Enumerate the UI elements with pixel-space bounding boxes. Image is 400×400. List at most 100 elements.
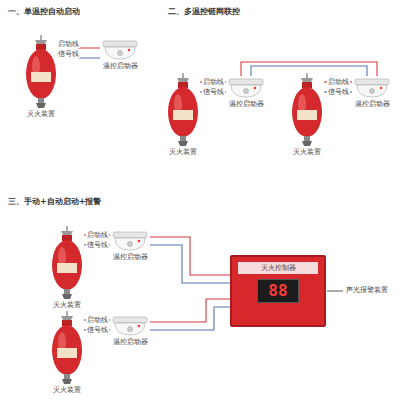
sensor-led xyxy=(138,240,140,242)
hanger xyxy=(306,73,307,78)
extinguisher-drawing xyxy=(50,310,84,386)
tank-label xyxy=(31,72,51,82)
nozzle xyxy=(64,289,70,294)
mount xyxy=(35,40,47,44)
wire-connector xyxy=(241,62,377,76)
extinguisher-drawing xyxy=(290,72,324,148)
nozzle xyxy=(304,136,310,141)
hanger xyxy=(66,226,67,231)
tank-label xyxy=(297,110,317,120)
sensor-node: 温控启动器 xyxy=(100,38,140,70)
extinguisher-drawing xyxy=(24,34,58,110)
section-heading: 三、手动+自动启动+报警 xyxy=(8,196,101,207)
extinguisher-node: 灭火装置 xyxy=(50,225,84,309)
sensor-led xyxy=(380,87,382,89)
extinguisher-drawing xyxy=(50,225,84,301)
sensor-base xyxy=(229,79,263,85)
sensor-bulb xyxy=(244,89,249,94)
wire-label: 启动线 xyxy=(86,231,109,239)
sensor-dome xyxy=(105,47,135,59)
section-heading: 二、多温控链网联控 xyxy=(168,6,240,17)
sensor-node: 温控启动器 xyxy=(352,76,392,108)
sensor-drawing xyxy=(110,314,150,338)
node-label: 温控启动器 xyxy=(110,338,150,346)
controller-display: 88 xyxy=(257,279,299,303)
nozzle-tip xyxy=(302,141,312,146)
sensor-base xyxy=(113,317,147,323)
sensor-node: 温控启动器 xyxy=(110,314,150,346)
node-label: 温控启动器 xyxy=(352,100,392,108)
extinguisher-node: 灭火装置 xyxy=(166,72,200,156)
wire-connector xyxy=(150,299,230,322)
controller-title: 灭火控制器 xyxy=(238,262,318,274)
alarm-label: 声光报警装置 xyxy=(346,286,388,294)
nozzle-tip xyxy=(36,103,46,108)
sensor-led xyxy=(138,325,140,327)
tank xyxy=(52,325,82,375)
nozzle-tip xyxy=(62,294,72,299)
nozzle-tip xyxy=(62,379,72,384)
node-label: 灭火装置 xyxy=(50,386,84,394)
wire-label: 信号线 xyxy=(57,50,80,58)
mount xyxy=(61,231,73,235)
sensor-drawing xyxy=(110,229,150,253)
sensor-drawing xyxy=(100,38,140,62)
tank xyxy=(52,240,82,290)
section-heading: 一、单温控自动启动 xyxy=(8,6,80,17)
wire-label: 启动线 xyxy=(202,78,225,86)
wire-connector xyxy=(150,237,230,275)
hanger xyxy=(66,311,67,316)
mount xyxy=(61,316,73,320)
extinguisher-node: 灭火装置 xyxy=(50,310,84,394)
wire-label: 启动线 xyxy=(86,316,109,324)
node-label: 温控启动器 xyxy=(226,100,266,108)
hanger xyxy=(40,35,41,40)
sensor-led xyxy=(254,87,256,89)
node-label: 灭火装置 xyxy=(290,148,324,156)
sensor-led xyxy=(128,49,130,51)
tank-label xyxy=(57,348,77,358)
sensor-base xyxy=(103,41,137,47)
nozzle-tip xyxy=(178,141,188,146)
sensor-node: 温控启动器 xyxy=(110,229,150,261)
sensor-drawing xyxy=(352,76,392,100)
nozzle xyxy=(180,136,186,141)
wire-label: 信号线 xyxy=(86,326,109,334)
mount xyxy=(177,78,189,82)
tank xyxy=(26,49,56,99)
extinguisher-node: 灭火装置 xyxy=(24,34,58,118)
node-label: 温控启动器 xyxy=(100,62,140,70)
tank xyxy=(168,87,198,137)
controller-box: 灭火控制器 88 xyxy=(230,255,326,327)
node-label: 灭火装置 xyxy=(166,148,200,156)
sensor-base xyxy=(355,79,389,85)
wire-label: 信号线 xyxy=(327,88,350,96)
extinguisher-node: 灭火装置 xyxy=(290,72,324,156)
tank-label xyxy=(173,110,193,120)
sensor-bulb xyxy=(128,242,133,247)
node-label: 灭火装置 xyxy=(50,301,84,309)
nozzle xyxy=(64,374,70,379)
wire-connector xyxy=(150,307,230,330)
wire-label: 信号线 xyxy=(202,88,225,96)
sensor-bulb xyxy=(118,51,123,56)
nozzle xyxy=(38,98,44,103)
wire-connector xyxy=(150,245,230,283)
sensor-dome xyxy=(231,85,261,97)
sensor-bulb xyxy=(128,327,133,332)
node-label: 灭火装置 xyxy=(24,110,58,118)
sensor-dome xyxy=(115,238,145,250)
alarm-wire xyxy=(327,291,343,292)
hanger xyxy=(182,73,183,78)
tank xyxy=(292,87,322,137)
wire-connector xyxy=(251,66,367,76)
sensor-dome xyxy=(115,323,145,335)
node-label: 温控启动器 xyxy=(110,253,150,261)
sensor-node: 温控启动器 xyxy=(226,76,266,108)
sensor-base xyxy=(113,232,147,238)
tank-label xyxy=(57,263,77,273)
mount xyxy=(301,78,313,82)
wire-label: 启动线 xyxy=(57,40,80,48)
sensor-dome xyxy=(357,85,387,97)
wire-label: 信号线 xyxy=(86,241,109,249)
